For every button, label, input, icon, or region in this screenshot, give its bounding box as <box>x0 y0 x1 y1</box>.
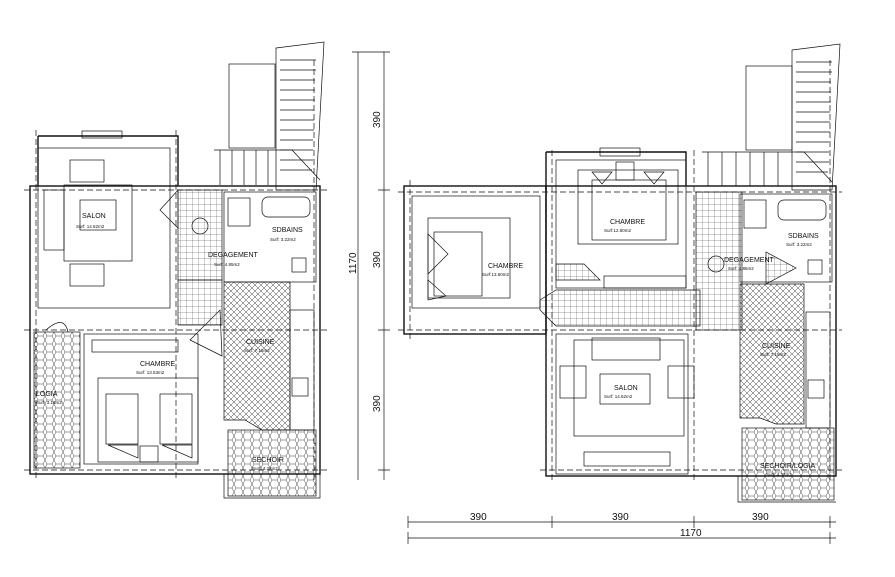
right-sdbains-area: Surf: 3.22m2 <box>786 242 812 247</box>
left-cuisine-area: Surf: 7.15m2 <box>244 348 270 353</box>
right-chambre-left-label: CHAMBRE <box>488 263 523 270</box>
left-sechoir-label: SECHOIR <box>252 457 284 464</box>
left-loggia-label: LOGIA <box>36 391 58 398</box>
right-sdbains-label: SDBAINS <box>788 233 819 240</box>
left-chambre-label: CHAMBRE <box>140 361 175 368</box>
left-floor-plan: SALON Surf: 14.62m2 SDBAINS Surf: 3.22m2… <box>24 41 328 499</box>
right-cuisine-label: CUISINE <box>762 343 791 350</box>
left-sdbains-area: Surf: 3.22m2 <box>270 237 296 242</box>
left-sechoir-area: Surf: 4.32m2 <box>252 466 278 471</box>
right-sechoir-label: SECHOIR/LOGIA <box>760 463 816 470</box>
right-degagement-area: Surf: 4.86m2 <box>728 266 754 271</box>
right-floor-plan: CHAMBRE Surf:13.60m2 CHAMBRE Surf:12.60m… <box>398 43 842 503</box>
horizontal-dimension-1: 390 <box>470 512 487 523</box>
left-salon-area-text: Surf: 14.62m2 <box>76 224 105 229</box>
right-degagement-label: DEGAGEMENT <box>724 257 775 264</box>
left-sdbains-label: SDBAINS <box>272 227 303 234</box>
vertical-dimension: 1170 390 390 390 <box>348 51 390 480</box>
left-salon-label: SALON <box>82 213 106 220</box>
right-salon-area-text: Surf: 14.62m2 <box>604 394 633 399</box>
left-loggia-area: Surf: 3.16m2 <box>36 400 62 405</box>
vertical-dimension-3: 390 <box>372 395 383 412</box>
left-degagement-label: DEGAGEMENT <box>208 252 259 259</box>
horizontal-dimension: 390 390 390 1170 <box>407 512 836 544</box>
left-chambre-area: Surf: 13.53m2 <box>136 370 165 375</box>
vertical-dimension-2: 390 <box>372 251 383 268</box>
horizontal-total-dimension: 1170 <box>680 528 702 539</box>
right-chambre-top-label: CHAMBRE <box>610 219 645 226</box>
right-salon-area <box>555 333 689 475</box>
left-cuisine-label: CUISINE <box>246 339 275 346</box>
left-degagement-area: Surf: 4.85m2 <box>214 262 240 267</box>
right-chambre-top-area-text: Surf:12.60m2 <box>604 228 632 233</box>
vertical-total-dimension: 1170 <box>348 252 359 274</box>
left-chambre-area <box>83 333 199 465</box>
horizontal-dimension-3: 390 <box>752 512 769 523</box>
vertical-dimension-1: 390 <box>372 111 383 128</box>
left-salon-area <box>37 147 171 309</box>
right-sechoir-area: Surf: 4.32m2 <box>766 472 792 477</box>
left-staircase <box>214 41 325 191</box>
horizontal-dimension-2: 390 <box>612 512 629 523</box>
right-chambre-left-area <box>411 195 541 309</box>
right-cuisine-area: Surf: 7.15m2 <box>760 352 786 357</box>
right-salon-label: SALON <box>614 385 638 392</box>
right-staircase <box>702 43 841 191</box>
right-chambre-left-area-text: Surf:13.60m2 <box>482 272 510 277</box>
